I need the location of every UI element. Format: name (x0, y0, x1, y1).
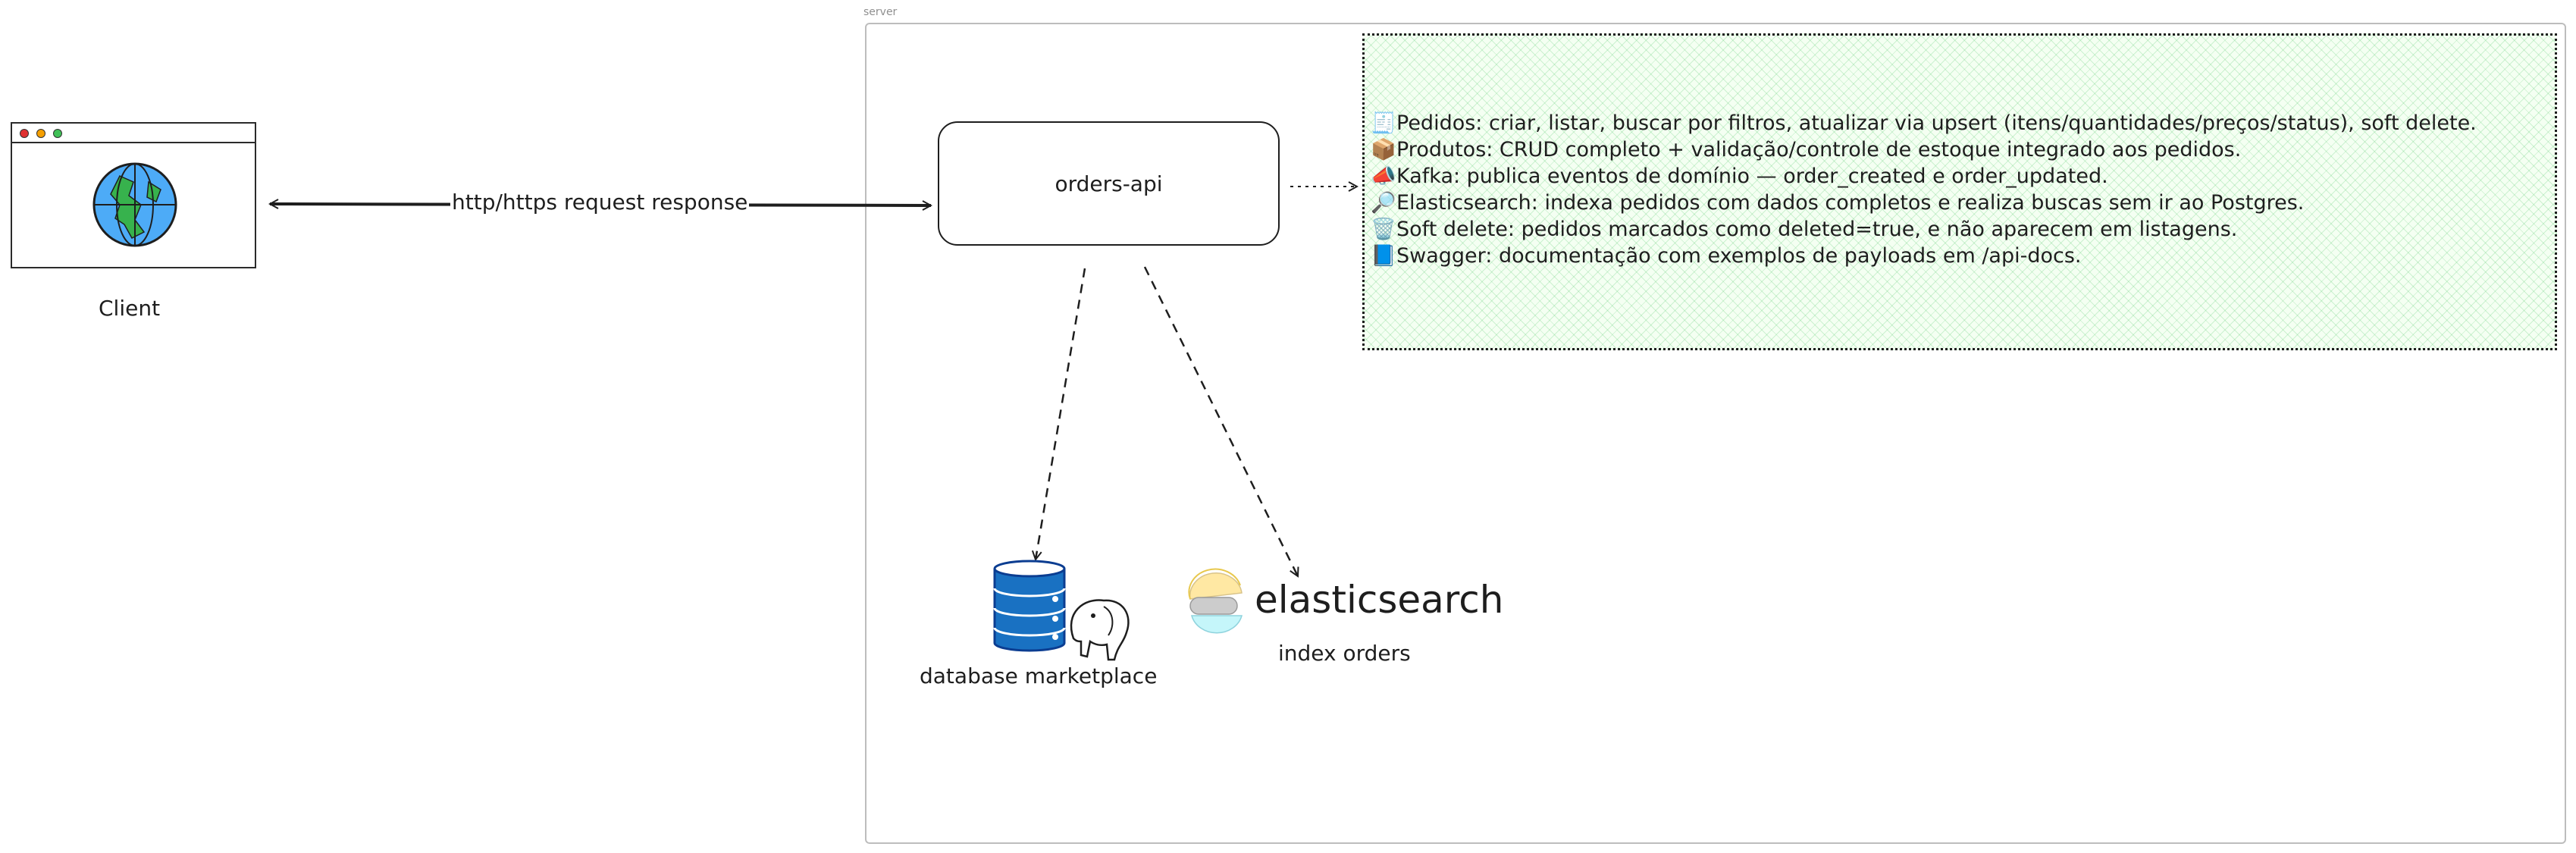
database-label: database marketplace (920, 663, 1158, 688)
feature-line: 🗑️Soft delete: pedidos marcados como del… (1371, 216, 2477, 243)
close-dot-icon (20, 129, 29, 138)
connection-label: http/https request response (450, 190, 750, 215)
feature-line: 📦Produtos: CRUD completo + validação/con… (1371, 136, 2477, 163)
magnifier-icon: 🔎 (1371, 191, 1396, 215)
blue-book-icon: 📘 (1371, 244, 1396, 268)
feature-line: 🔎Elasticsearch: indexa pedidos com dados… (1371, 190, 2477, 216)
feature-line: 🧾Pedidos: criar, listar, buscar por filt… (1371, 110, 2477, 136)
feature-text: Elasticsearch: indexa pedidos com dados … (1396, 191, 2305, 215)
index-label: index orders (1278, 641, 1411, 666)
megaphone-icon: 📣 (1371, 165, 1396, 188)
client-browser-window (11, 122, 256, 268)
maximize-dot-icon (53, 129, 62, 138)
wastebasket-icon: 🗑️ (1371, 218, 1396, 241)
feature-text: Soft delete: pedidos marcados como delet… (1396, 218, 2238, 241)
server-frame (865, 23, 2566, 844)
orders-api-label: orders-api (1055, 171, 1163, 196)
features-list: 🧾Pedidos: criar, listar, buscar por filt… (1371, 110, 2477, 269)
package-icon: 📦 (1371, 138, 1396, 162)
db-arrow (1036, 268, 1086, 560)
features-note: 🧾Pedidos: criar, listar, buscar por filt… (1362, 33, 2557, 350)
feature-line: 📣Kafka: publica eventos de domínio — ord… (1371, 163, 2477, 190)
feature-text: Kafka: publica eventos de domínio — orde… (1396, 165, 2108, 188)
minimize-dot-icon (36, 129, 45, 138)
client-label: Client (99, 296, 161, 321)
postgres-elephant-icon (1070, 599, 1130, 661)
elasticsearch-logo-icon (1188, 568, 1243, 634)
browser-title-bar (12, 124, 255, 143)
feature-text: Produtos: CRUD completo + validação/cont… (1396, 138, 2242, 162)
feature-line: 📘Swagger: documentação com exemplos de p… (1371, 243, 2477, 269)
clipboard-icon: 🧾 (1371, 111, 1396, 135)
globe-icon (92, 162, 177, 247)
feature-text: Pedidos: criar, listar, buscar por filtr… (1396, 111, 2477, 135)
orders-api-service: orders-api (938, 121, 1280, 246)
elasticsearch-wordmark: elasticsearch (1255, 578, 1504, 622)
search-arrow (1143, 266, 1298, 576)
server-label: server (863, 6, 898, 18)
feature-text: Swagger: documentação com exemplos de pa… (1396, 244, 2082, 268)
database-icon (993, 560, 1066, 652)
